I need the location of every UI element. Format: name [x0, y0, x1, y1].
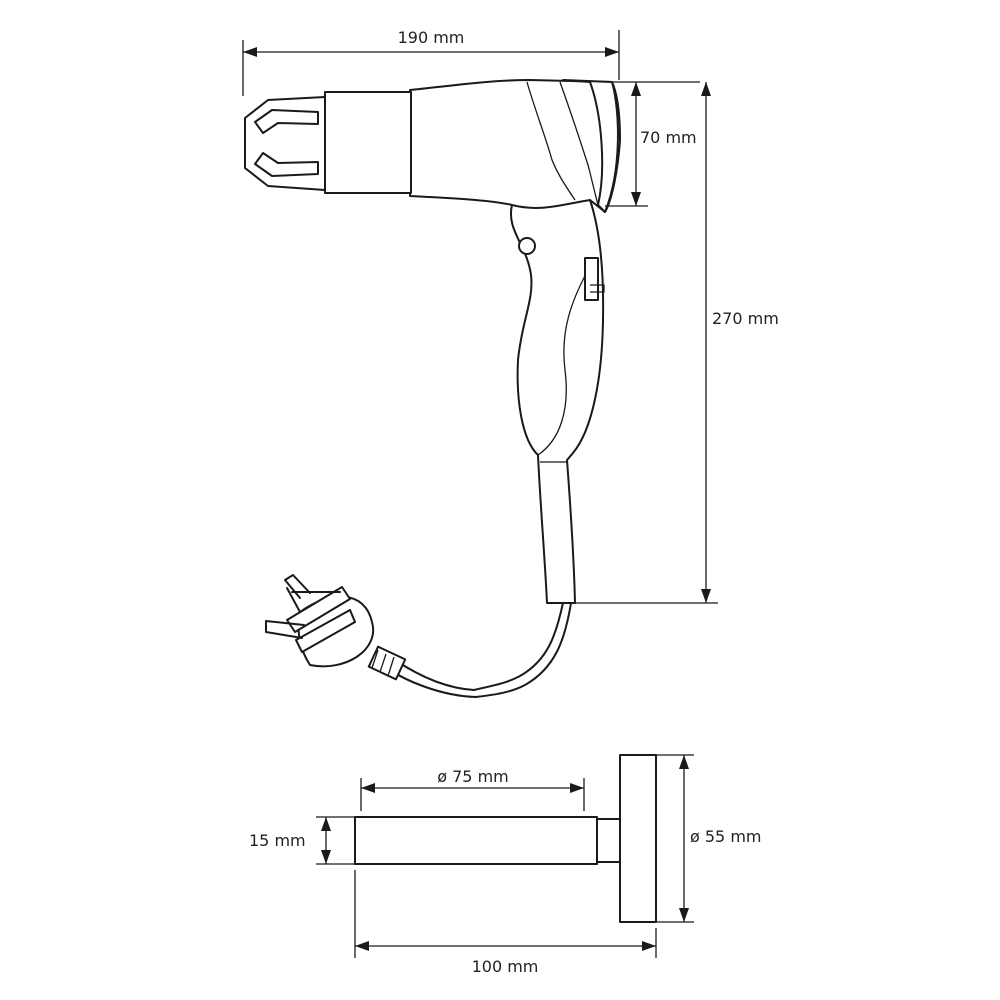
dimension-label-height: 270 mm [712, 309, 779, 328]
holder-collar [596, 818, 621, 863]
dimension-thickness: 15 mm [249, 816, 355, 865]
dryer-body [409, 79, 621, 213]
dryer-handle [509, 172, 605, 604]
dimension-label-plate-diameter: ø 55 mm [690, 827, 762, 846]
dimension-label-nozzle-height: 70 mm [640, 128, 697, 147]
dryer-neck [324, 91, 412, 194]
dimension-label-thickness: 15 mm [249, 831, 306, 850]
power-cord [473, 602, 564, 691]
wall-plate [619, 754, 657, 923]
power-plug [265, 574, 477, 698]
power-cord-outer [475, 602, 572, 698]
nozzle-concentrator [244, 96, 326, 191]
holder-arm [354, 816, 598, 865]
handle-grip-line [537, 269, 589, 456]
dimension-plate-diameter: ø 55 mm [656, 754, 762, 923]
wall-holder-illustration [354, 754, 657, 923]
dimension-depth: 100 mm [354, 870, 657, 976]
dimension-label-ring-diameter: ø 75 mm [437, 767, 509, 786]
dimension-height: 270 mm [575, 82, 779, 604]
dimension-width: 190 mm [242, 28, 620, 96]
dimension-nozzle-height: 70 mm [605, 81, 700, 207]
speed-switch-tab [590, 284, 605, 293]
heat-button [518, 237, 536, 255]
speed-switch [584, 257, 599, 301]
dimension-label-depth: 100 mm [472, 957, 539, 976]
rear-cap [562, 79, 619, 213]
body-swoosh-line-2 [559, 81, 599, 206]
nozzle-slot-bottom [254, 152, 319, 177]
dimension-label-width: 190 mm [398, 28, 465, 47]
body-swoosh-line [526, 81, 576, 201]
nozzle-slot-top [254, 109, 319, 134]
hair-dryer-illustration [244, 79, 621, 698]
dimension-ring-diameter: ø 75 mm [360, 767, 585, 811]
